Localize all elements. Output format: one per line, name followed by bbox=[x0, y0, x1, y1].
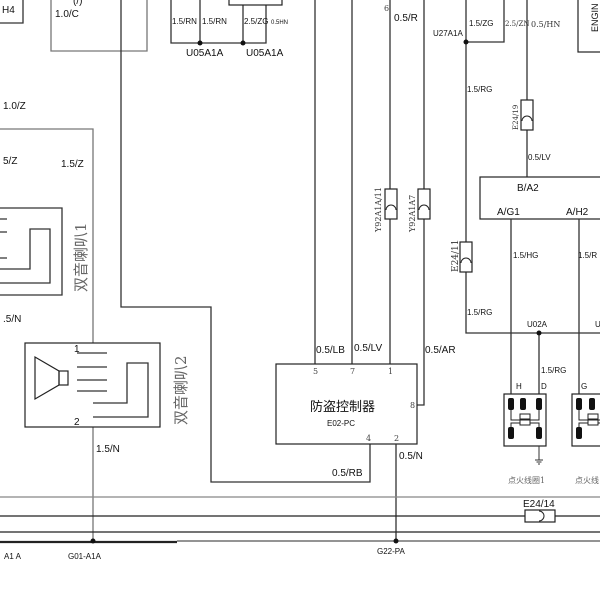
svg-text:E24/14: E24/14 bbox=[523, 499, 555, 510]
wire-label: .5/N bbox=[3, 314, 21, 325]
svg-text:B/A2: B/A2 bbox=[517, 183, 539, 194]
pin-2: 2 bbox=[74, 417, 80, 428]
label-h4: H4 bbox=[2, 5, 15, 16]
wire-label: 1.5/ZG bbox=[469, 19, 493, 28]
connector-e24-14: E24/14 bbox=[523, 499, 556, 523]
splice-label: U02A bbox=[527, 320, 548, 329]
splice-dot bbox=[197, 40, 203, 46]
wire-label: 0.5/HN bbox=[531, 20, 560, 29]
ground-label: A1 A bbox=[4, 552, 22, 561]
horn-1-label: 双音喇叭1 bbox=[72, 222, 90, 292]
wire-zg bbox=[466, 0, 505, 43]
ground-icon bbox=[535, 446, 543, 465]
wire-label: 1.5/HG bbox=[513, 251, 538, 260]
svg-text:1: 1 bbox=[388, 367, 393, 376]
splice-label: U05A1A bbox=[246, 48, 284, 59]
wire-label: 0.5/LV bbox=[354, 343, 382, 354]
controller-title: 防盗控制器 bbox=[310, 399, 375, 415]
wire-label: 0.5/LB bbox=[316, 345, 345, 356]
wire-label: 5/Z bbox=[3, 156, 17, 167]
horn-2: 1 2 双音喇叭2 bbox=[24, 342, 190, 428]
engine-box: ENGIN bbox=[577, 0, 600, 53]
label-partial: (/) bbox=[73, 0, 82, 7]
wire-label: 0.5/LV bbox=[528, 153, 551, 162]
connector-e24-19: E24/19 bbox=[512, 99, 534, 131]
splice-label: U bbox=[595, 320, 600, 329]
connector-y92a1a-11: Y92A1A/11 bbox=[374, 187, 398, 233]
svg-text:4: 4 bbox=[366, 434, 371, 443]
anti-theft-controller: 5 7 1 8 4 2 防盗控制器 E02-PC bbox=[275, 363, 418, 445]
wire-ar bbox=[417, 0, 425, 406]
svg-text:D: D bbox=[541, 382, 547, 391]
horn-supply-wire bbox=[0, 128, 94, 541]
svg-text:A/H2: A/H2 bbox=[566, 207, 589, 218]
svg-text:E24/19: E24/19 bbox=[512, 105, 520, 130]
partial-box-h4 bbox=[0, 0, 24, 24]
wire-label: 1.5/RN bbox=[172, 17, 197, 26]
svg-text:E24/11: E24/11 bbox=[451, 239, 461, 272]
svg-text:Y92A1A7: Y92A1A7 bbox=[408, 195, 417, 233]
fuse-block-wires bbox=[170, 0, 267, 44]
wire-label: 1.5/RN bbox=[202, 17, 227, 26]
wire-label: 1.5/N bbox=[96, 444, 120, 455]
svg-text:2: 2 bbox=[394, 434, 399, 443]
connector-e24-11: E24/11 bbox=[451, 239, 473, 273]
svg-text:G: G bbox=[581, 382, 587, 391]
svg-text:点火线: 点火线 bbox=[575, 475, 599, 485]
wire-label: 1.5/RG bbox=[541, 366, 566, 375]
wire-label: 1.0/Z bbox=[3, 101, 26, 112]
wire-label-1.0c: 1.0/C bbox=[55, 9, 79, 20]
ecu-box: B/A2 A/G1 A/H2 bbox=[479, 176, 600, 220]
svg-text:A/G1: A/G1 bbox=[497, 207, 520, 218]
splice-dot bbox=[536, 330, 542, 336]
pin-number: 6 bbox=[384, 4, 389, 13]
ground-label: G22-PA bbox=[377, 547, 406, 556]
splice-label: U27A1A bbox=[433, 29, 463, 38]
partial-box-c bbox=[50, 0, 148, 52]
svg-text:7: 7 bbox=[350, 367, 355, 376]
connector-y92a1a7: Y92A1A7 bbox=[408, 188, 431, 233]
ground-dot bbox=[393, 538, 399, 544]
svg-text:8: 8 bbox=[410, 401, 415, 410]
splice-dot bbox=[240, 40, 246, 46]
pin-1: 1 bbox=[74, 344, 80, 355]
wire-label: 0.5/RB bbox=[332, 468, 363, 479]
splice-label: U05A1A bbox=[186, 48, 224, 59]
svg-text:Y92A1A/11: Y92A1A/11 bbox=[374, 187, 383, 233]
fuse-block-top bbox=[228, 0, 283, 6]
horn-2-label: 双音喇叭2 bbox=[172, 355, 190, 425]
wire-rg bbox=[465, 0, 600, 334]
wire-label: 2.5/ZN bbox=[505, 20, 529, 28]
ignition-coil-1: H D 点火线圈1 bbox=[503, 382, 547, 485]
svg-text:H: H bbox=[516, 382, 522, 391]
svg-text:5: 5 bbox=[313, 367, 318, 376]
wire-label: 0.5/AR bbox=[425, 345, 456, 356]
wire-label: 0.5/R bbox=[394, 13, 418, 24]
wire-label: 1.5/RG bbox=[467, 85, 492, 94]
wire-label: 0.5HN bbox=[271, 20, 288, 26]
svg-text:ENGIN: ENGIN bbox=[590, 3, 600, 32]
wire-label: 1.5/RG bbox=[467, 308, 492, 317]
wire-label: 1.5/Z bbox=[61, 159, 84, 170]
ignition-coil-2: G 点火线 bbox=[571, 382, 600, 485]
wire-to-controller-pin4 bbox=[120, 0, 371, 483]
wire-label: 2.5/ZG bbox=[244, 17, 268, 26]
splice-dot bbox=[463, 39, 469, 45]
ground-dot bbox=[90, 538, 96, 544]
wire-label: 0.5/N bbox=[399, 451, 423, 462]
controller-code: E02-PC bbox=[327, 419, 355, 428]
wire-label: 1.5/R bbox=[578, 251, 597, 260]
svg-text:点火线圈1: 点火线圈1 bbox=[508, 475, 545, 485]
horn-1: 双音喇叭1 bbox=[0, 207, 90, 296]
ground-label: G01-A1A bbox=[68, 552, 102, 561]
